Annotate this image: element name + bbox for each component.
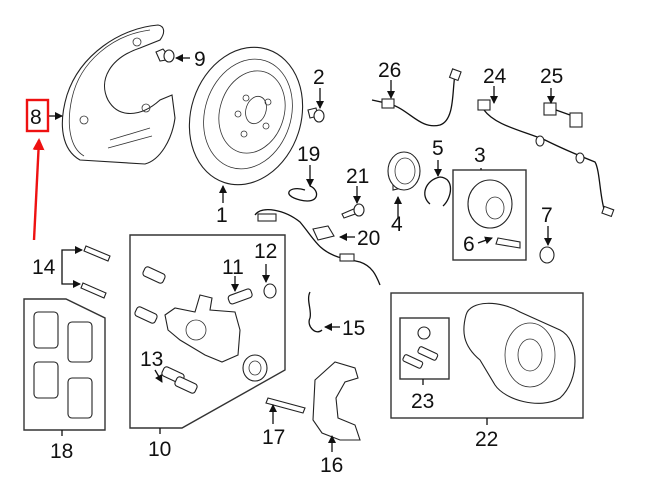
callout-5[interactable]: 5 xyxy=(432,137,444,160)
seal-kit-part[interactable] xyxy=(402,326,439,369)
highlight-box xyxy=(25,98,50,133)
callout-10[interactable]: 10 xyxy=(148,438,171,461)
bolt-21-part[interactable] xyxy=(341,203,365,219)
callout-20[interactable]: 20 xyxy=(357,227,380,250)
callout-26[interactable]: 26 xyxy=(378,59,401,82)
rotor-screw-part[interactable] xyxy=(307,107,325,123)
brake-pads-part[interactable] xyxy=(33,311,93,419)
guide-pins-part[interactable] xyxy=(80,245,111,299)
callout-16[interactable]: 16 xyxy=(320,454,343,477)
hub-nut-part[interactable] xyxy=(539,246,555,264)
abs-sensor-part[interactable] xyxy=(477,99,615,218)
callout-13[interactable]: 13 xyxy=(140,348,163,371)
callout-8[interactable]: 8 xyxy=(30,106,42,129)
harness-part[interactable] xyxy=(543,102,583,128)
callout-19[interactable]: 19 xyxy=(297,143,320,166)
callout-14[interactable]: 14 xyxy=(32,256,56,279)
callout-7[interactable]: 7 xyxy=(541,204,553,227)
brake-hose-part[interactable] xyxy=(371,68,462,127)
callout-6[interactable]: 6 xyxy=(463,233,475,256)
callout-12[interactable]: 12 xyxy=(254,240,277,263)
caliper-part[interactable] xyxy=(164,294,268,382)
parking-brake-motor-part[interactable] xyxy=(463,302,576,404)
callout-15[interactable]: 15 xyxy=(342,317,365,340)
callout-11[interactable]: 11 xyxy=(222,256,244,279)
callout-21[interactable]: 21 xyxy=(346,165,369,188)
motor-seal-kit-box xyxy=(399,317,450,380)
snap-ring-part[interactable] xyxy=(424,176,452,207)
callout-3[interactable]: 3 xyxy=(474,144,486,167)
callout-labels: 1 2 3 4 5 6 7 8 9 10 11 12 13 14 15 16 1… xyxy=(30,48,563,477)
caliper-assembly-box xyxy=(129,234,286,429)
callout-18[interactable]: 18 xyxy=(50,440,73,463)
callout-25[interactable]: 25 xyxy=(540,65,563,88)
shield-bolt-part[interactable] xyxy=(155,48,175,63)
leader-lines xyxy=(48,54,555,452)
callout-9[interactable]: 9 xyxy=(194,48,206,71)
sensor-clip-part[interactable] xyxy=(312,225,335,241)
caliper-support-part[interactable] xyxy=(312,361,361,441)
splash-shield-part[interactable] xyxy=(61,24,176,165)
callout-22[interactable]: 22 xyxy=(475,428,498,451)
wheel-bearing-part[interactable] xyxy=(387,151,421,191)
callout-4[interactable]: 4 xyxy=(391,213,403,236)
brake-pads-box xyxy=(23,298,106,431)
support-bolt-part[interactable] xyxy=(265,397,306,414)
caliper-small-parts[interactable] xyxy=(134,266,277,394)
callout-17[interactable]: 17 xyxy=(262,426,285,449)
hub-assembly-box xyxy=(452,169,527,261)
hub-part[interactable] xyxy=(467,179,521,249)
callout-2[interactable]: 2 xyxy=(313,66,325,89)
pad-clip-part[interactable] xyxy=(307,291,323,333)
wear-sensor-part[interactable] xyxy=(254,185,381,286)
callout-24[interactable]: 24 xyxy=(483,65,507,88)
highlight-arrow xyxy=(32,138,45,241)
callout-1[interactable]: 1 xyxy=(216,204,228,227)
callout-23[interactable]: 23 xyxy=(411,390,434,413)
brake-rotor-part[interactable] xyxy=(172,32,320,199)
